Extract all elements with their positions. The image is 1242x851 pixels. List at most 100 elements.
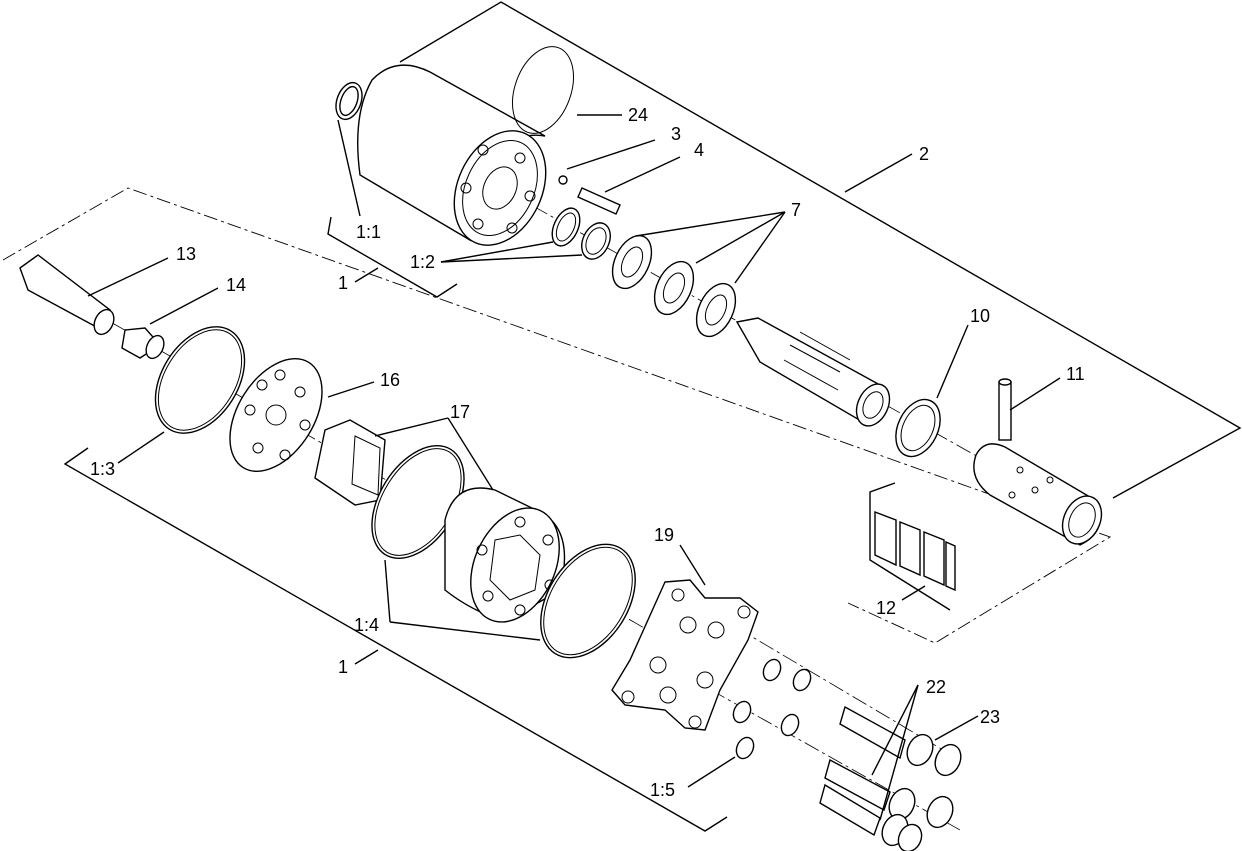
- bracket-2: [399, 1, 1242, 499]
- leader-3: [566, 139, 656, 170]
- callout-1-top: 1: [338, 273, 348, 293]
- spool-slot: [783, 359, 839, 391]
- leader-2: [844, 153, 913, 193]
- end-cover-port: [659, 686, 677, 704]
- valve-plate-hole: [256, 379, 268, 391]
- leader-4: [604, 156, 681, 193]
- end-cover: [611, 579, 759, 731]
- leader-23: [934, 715, 979, 741]
- leader-7c: [734, 211, 786, 284]
- callout-19: 19: [654, 525, 674, 545]
- end-cover-port: [679, 616, 697, 634]
- seal: [551, 207, 581, 247]
- callout-10: 10: [970, 306, 990, 326]
- spool-end-inner: [862, 391, 884, 419]
- leader-22a: [871, 684, 919, 776]
- housing-bore: [482, 166, 518, 210]
- port-seal: [762, 658, 782, 682]
- seal-inner: [555, 212, 577, 242]
- sleeve-hole: [1008, 491, 1016, 499]
- callout-2: 2: [919, 144, 929, 164]
- leader-17a: [374, 417, 449, 437]
- callout-23: 23: [980, 707, 1000, 727]
- axis-port-1: [689, 599, 961, 761]
- leader-1-2b: [440, 254, 583, 263]
- valve-plate-hole: [299, 419, 311, 431]
- pin: [998, 381, 1012, 441]
- fitting-nut: [906, 733, 934, 767]
- callout-17: 17: [450, 402, 470, 422]
- fitting: [824, 758, 891, 812]
- valve-plate-hole: [265, 404, 287, 426]
- o-ring-1-3-inner: [157, 329, 243, 431]
- housing-face: [453, 130, 547, 246]
- callout-4: 4: [694, 140, 704, 160]
- sleeve-hole: [1046, 476, 1054, 484]
- spring-plate: [945, 540, 956, 592]
- fitting-nut: [926, 795, 954, 829]
- leader-11: [1009, 377, 1061, 411]
- gerotor-star: [489, 534, 541, 601]
- o-ring-1-3: [154, 326, 246, 434]
- leader-19: [679, 544, 706, 586]
- end-cover-port: [649, 656, 667, 674]
- drive-shaft-spline: [93, 308, 115, 336]
- washer: [611, 234, 653, 290]
- leader-1-1: [337, 119, 361, 217]
- fitting: [819, 783, 881, 837]
- spring-plate: [923, 530, 945, 587]
- end-cover-port: [696, 671, 714, 689]
- rotor: [314, 419, 386, 506]
- spool-slot: [789, 344, 841, 373]
- housing-end-face: [512, 46, 574, 134]
- washer-inner: [620, 246, 644, 278]
- washer: [695, 282, 737, 338]
- end-cover-bolt-hole: [688, 715, 702, 729]
- port-seal: [732, 700, 752, 724]
- seal-ring: [581, 222, 611, 260]
- sleeve-end: [1061, 495, 1103, 545]
- leader-1-top: [354, 267, 379, 283]
- valve-plate-hole: [252, 442, 264, 454]
- sleeve-hole: [1016, 466, 1024, 474]
- callout-13: 13: [176, 244, 196, 264]
- leader-14: [149, 287, 219, 325]
- valve-plate-hole: [279, 449, 291, 461]
- spring-plate: [874, 510, 897, 567]
- housing-hole: [472, 218, 484, 230]
- spring-plate: [899, 520, 921, 577]
- leader-10: [936, 324, 969, 399]
- callout-1-mid: 1: [338, 657, 348, 677]
- leader-13: [87, 257, 169, 297]
- port-seal: [735, 736, 755, 760]
- leader-12: [901, 585, 926, 601]
- callout-1-2: 1:2: [410, 252, 435, 272]
- leader-1-4a: [384, 559, 391, 623]
- housing-hole: [477, 144, 489, 156]
- o-ring-1-1-inner: [339, 85, 359, 117]
- gerotor-hole: [482, 590, 494, 602]
- callout-7: 7: [791, 200, 801, 220]
- callout-1-3: 1:3: [90, 459, 115, 479]
- housing-hole: [506, 222, 518, 234]
- spacer-end: [145, 334, 165, 360]
- end-cover-port: [707, 621, 725, 639]
- leader-1-4b: [389, 621, 541, 641]
- callout-1-4: 1:4: [354, 615, 379, 635]
- callout-24: 24: [628, 105, 648, 125]
- washer-inner: [662, 272, 686, 304]
- ball: [558, 175, 568, 185]
- leader-1-5: [687, 756, 736, 788]
- leader-16: [327, 381, 375, 398]
- fitting-nut: [934, 743, 962, 777]
- valve-plate-hole: [244, 404, 256, 416]
- bracket-12: [869, 482, 951, 611]
- gerotor-hole: [542, 534, 554, 546]
- seal-ring-inner: [585, 227, 607, 255]
- end-cover-bolt-hole: [737, 605, 751, 619]
- valve-plate-hole: [294, 386, 306, 398]
- housing-hole: [460, 182, 472, 194]
- end-cover-bolt-hole: [671, 588, 685, 602]
- port-seal: [780, 713, 800, 737]
